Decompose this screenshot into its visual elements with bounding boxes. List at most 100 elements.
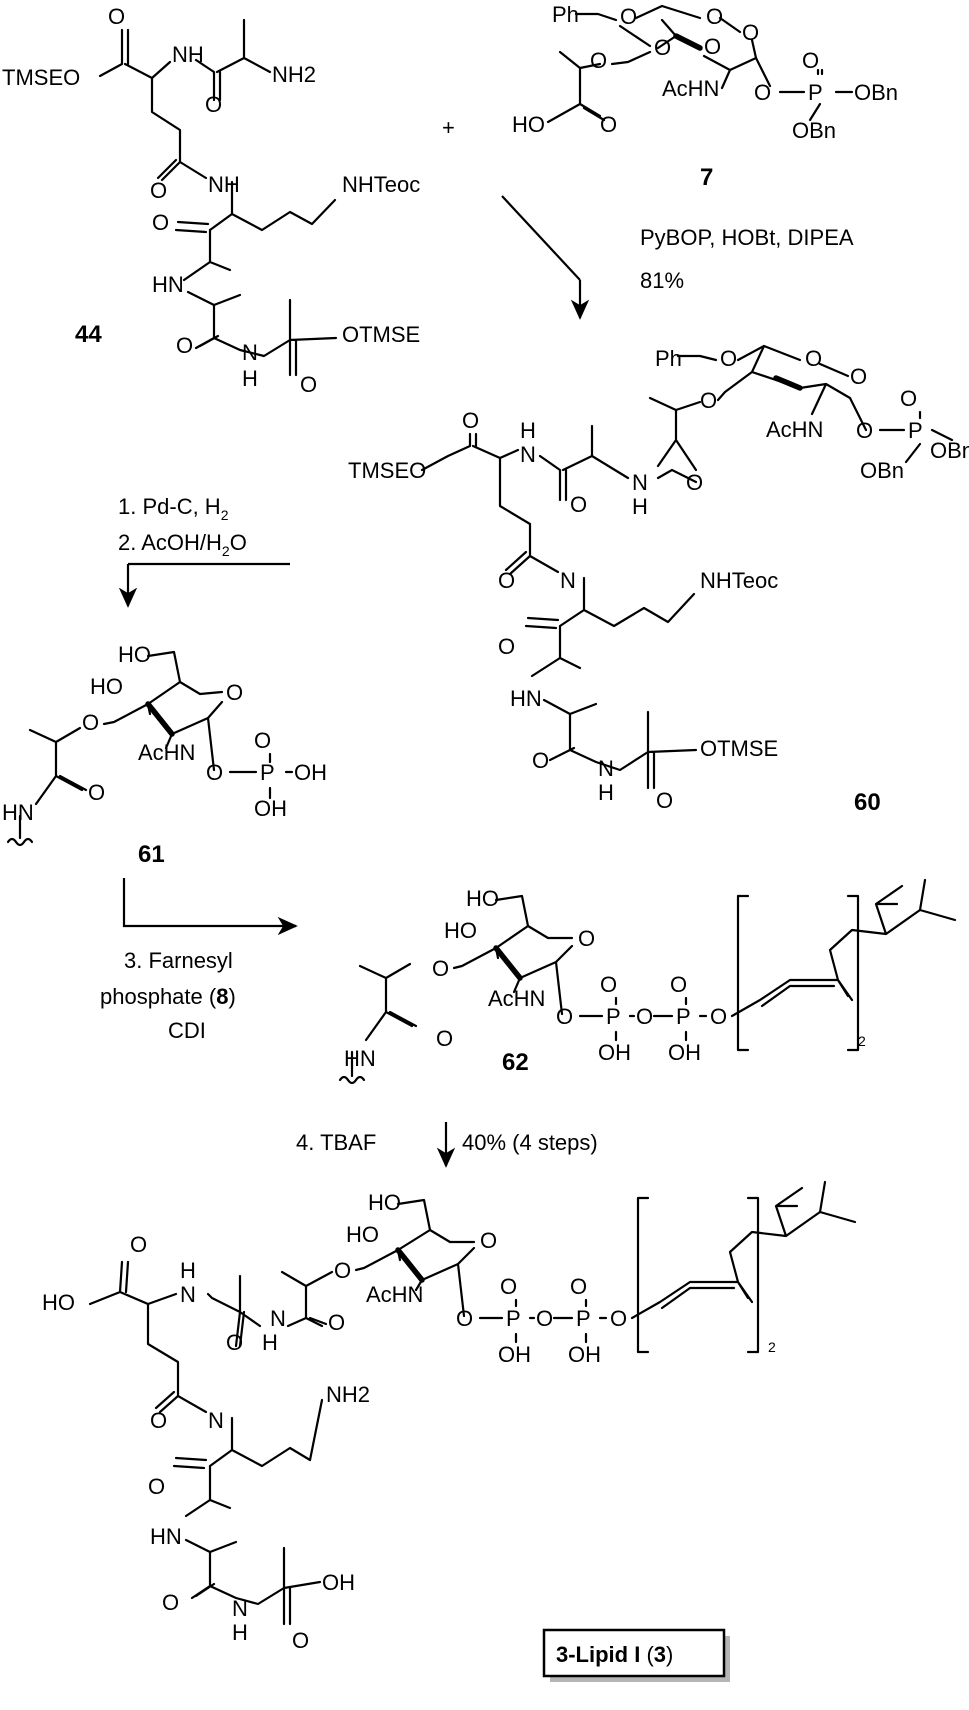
c60-number: 60: [854, 789, 881, 816]
step1-text: 1. Pd-C, H2: [118, 494, 229, 523]
c61-o-phos-label: O: [206, 760, 223, 785]
c61-o-ether-label: O: [82, 710, 99, 735]
c60-h2-label: H: [632, 494, 648, 519]
c60-o-phos-label: O: [856, 418, 873, 443]
c3-n3-label: N: [232, 1596, 248, 1621]
c62-ho2-label: HO: [444, 918, 477, 943]
compound-60: Ph O O O O AcHN O P O OBn OBn O TMSEO N …: [348, 344, 969, 816]
c7-o3-label: O: [654, 35, 671, 60]
c44-o-term-label: O: [300, 372, 317, 397]
c3-o-p1-label: O: [456, 1306, 473, 1331]
c60-o2-label: O: [805, 346, 822, 371]
c61-o-ring-label: O: [226, 680, 243, 705]
c44-nh-lys-label: NH: [208, 172, 240, 197]
c44-nhteoc-label: NHTeoc: [342, 172, 420, 197]
c3-o-glu-label: O: [150, 1408, 167, 1433]
plus-sign: +: [442, 115, 455, 140]
c7-o2-label: O: [706, 4, 723, 29]
c62-o-p1-label: O: [556, 1004, 573, 1029]
c44-number: 44: [75, 321, 102, 348]
c3-o-bridge-label: O: [536, 1306, 553, 1331]
c3-h3-label: H: [232, 1620, 248, 1645]
c61-oh1-label: OH: [294, 760, 327, 785]
c3-o-lac-label: O: [328, 1310, 345, 1335]
c3-achn-label: AcHN: [366, 1282, 423, 1307]
c60-n1-label: N: [520, 442, 536, 467]
c3-p1o-label: O: [500, 1274, 517, 1299]
c7-number: 7: [700, 164, 713, 191]
c3-h1-label: H: [180, 1258, 196, 1283]
c44-o-lys-label: O: [152, 210, 169, 235]
c60-obn1-label: OBn: [930, 438, 969, 463]
c7-ph-label: Ph: [552, 2, 579, 27]
c3-h2-label: H: [262, 1330, 278, 1355]
c7-o-phos-label: O: [754, 80, 771, 105]
c61-ho2-label: HO: [90, 674, 123, 699]
c61-number: 61: [138, 841, 165, 868]
c3-o-lys-label: O: [148, 1474, 165, 1499]
c7-po-label: O: [802, 48, 819, 73]
c7-p-label: P: [808, 80, 823, 105]
coupling-arrow-diag: [501, 195, 581, 281]
c3-o-ala2-label: O: [162, 1590, 179, 1615]
c60-hn-label: HN: [510, 686, 542, 711]
c62-p2o-label: O: [670, 972, 687, 997]
c60-n2-label: N: [632, 470, 648, 495]
c3-ho2-label: HO: [346, 1222, 379, 1247]
c60-nh-lys-label: N: [560, 568, 576, 593]
lipid-i-label-box: 3-Lipid I (3): [542, 1628, 730, 1682]
c3-repeat-2: 2: [768, 1339, 776, 1355]
c3-p2o-label: O: [570, 1274, 587, 1299]
c62-ho1-label: HO: [466, 886, 499, 911]
c60-achn-label: AcHN: [766, 417, 823, 442]
c62-p2-label: P: [676, 1004, 691, 1029]
c3-o-ether-label: O: [334, 1258, 351, 1283]
c61-o-amide-label: O: [88, 780, 105, 805]
c3-o-top-label: O: [130, 1232, 147, 1257]
c62-repeat-2: 2: [858, 1033, 866, 1049]
step3-line3: CDI: [168, 1018, 206, 1043]
c62-p1-label: P: [606, 1004, 621, 1029]
c60-n3-label: N: [598, 756, 614, 781]
c60-o-term-label: O: [656, 788, 673, 813]
coupling-yield: 81%: [640, 268, 684, 293]
c7-o4-label: O: [704, 34, 721, 59]
c61-p-label: P: [260, 760, 275, 785]
c62-o-ring-label: O: [578, 926, 595, 951]
c60-o-ether-label: O: [700, 388, 717, 413]
c3-n2-label: N: [270, 1306, 286, 1331]
c3-o-term-label: O: [292, 1628, 309, 1653]
c60-otmse-label: OTMSE: [700, 736, 778, 761]
c7-obn1-label: OBn: [854, 80, 898, 105]
c3-p1-label: P: [506, 1306, 521, 1331]
c7-ho-label: HO: [512, 112, 545, 137]
c44-tmseo-label: TMSEO: [2, 65, 80, 90]
c44-o-ala2-label: O: [176, 333, 193, 358]
c60-nhteoc-label: NHTeoc: [700, 568, 778, 593]
c3-p2-label: P: [576, 1306, 591, 1331]
c61-po-label: O: [254, 728, 271, 753]
step4-text: 4. TBAF: [296, 1130, 376, 1155]
c3-label-text: 3-Lipid I (3): [556, 1642, 673, 1667]
c61-wavy-bond: [6, 837, 34, 847]
step4-yield: 40% (4 steps): [462, 1130, 598, 1155]
c62-o-ether-label: O: [432, 956, 449, 981]
c60-po-label: O: [900, 386, 917, 411]
c60-h1-label: H: [520, 418, 536, 443]
c44-o-top-label: O: [108, 4, 125, 29]
c62-p1o-label: O: [600, 972, 617, 997]
c3-o-ring-label: O: [480, 1228, 497, 1253]
c62-wavy-bond: [338, 1075, 366, 1085]
compound-61: HO HO O O AcHN O P O OH OH O HN 61: [2, 642, 327, 868]
compound-62: HO HO O O AcHN O P O OH O P O OH O O HN …: [338, 878, 957, 1085]
c60-obn2-label: OBn: [860, 458, 904, 483]
c44-nh2-label: NH2: [272, 62, 316, 87]
c3-ho1-label: HO: [368, 1190, 401, 1215]
c7-achn-label: AcHN: [662, 76, 719, 101]
compound-44: TMSEO O NH O NH2 O NH NHTeoc O HN O N H …: [2, 4, 420, 397]
c7-o-ring-label: O: [742, 20, 759, 45]
c61-ho1-label: HO: [118, 642, 151, 667]
step2-text: 2. AcOH/H2O: [118, 530, 247, 559]
c3-ho-acid-label: HO: [42, 1290, 75, 1315]
